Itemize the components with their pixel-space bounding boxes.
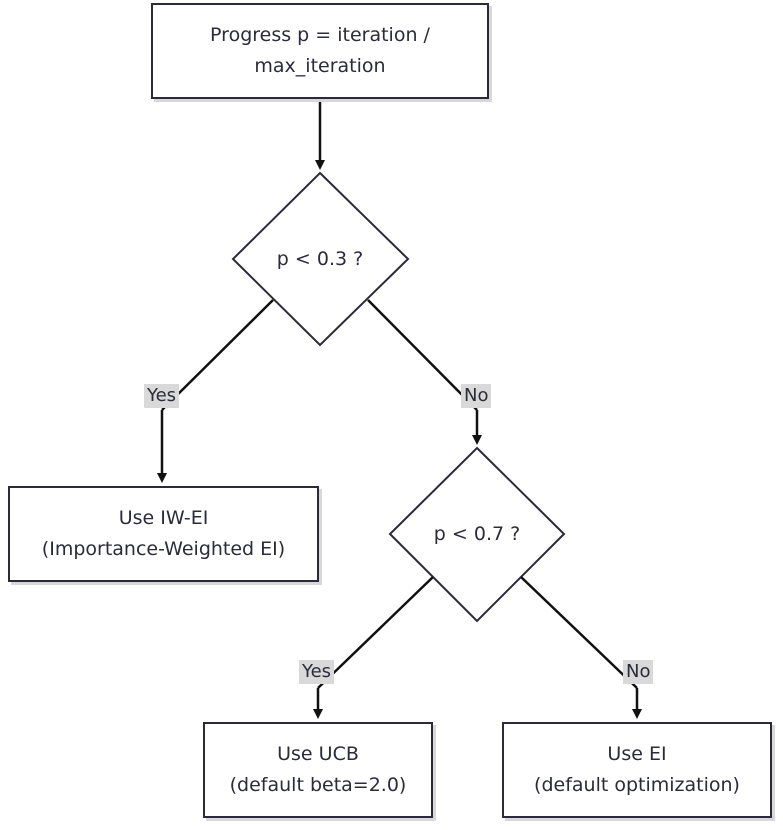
edge-decision1-no	[367, 299, 478, 411]
iwei-node-line1: Use IW-EI	[118, 507, 209, 529]
progress-node-line1: Progress p = iteration /	[210, 24, 430, 46]
progress-node: Progress p = iteration / max_iteration	[151, 3, 489, 99]
edge-decision2-yes	[317, 576, 434, 689]
decision1-label: p < 0.3 ?	[276, 248, 364, 270]
ucb-node-line2: (default beta=2.0)	[229, 774, 407, 796]
decision2-yes-label: Yes	[299, 660, 335, 684]
ucb-node: Use UCB (default beta=2.0)	[203, 722, 433, 818]
ei-node: Use EI (default optimization)	[502, 722, 772, 818]
decision2-label: p < 0.7 ?	[433, 523, 521, 545]
decision1-no-label: No	[461, 384, 492, 408]
edge-decision1-yes	[161, 299, 274, 411]
decision2-no-label: No	[623, 660, 654, 684]
ucb-node-line1: Use UCB	[277, 743, 359, 765]
iwei-node: Use IW-EI (Importance-Weighted EI)	[8, 486, 319, 582]
progress-node-line2: max_iteration	[254, 55, 386, 77]
iwei-node-line2: (Importance-Weighted EI)	[41, 538, 286, 560]
decision-diamond-2	[388, 446, 566, 623]
ei-node-line2: (default optimization)	[534, 774, 740, 796]
decision1-yes-label: Yes	[144, 384, 180, 408]
ei-node-line1: Use EI	[607, 743, 667, 765]
edge-decision2-no	[520, 576, 638, 689]
decision-diamond-1	[231, 171, 410, 347]
